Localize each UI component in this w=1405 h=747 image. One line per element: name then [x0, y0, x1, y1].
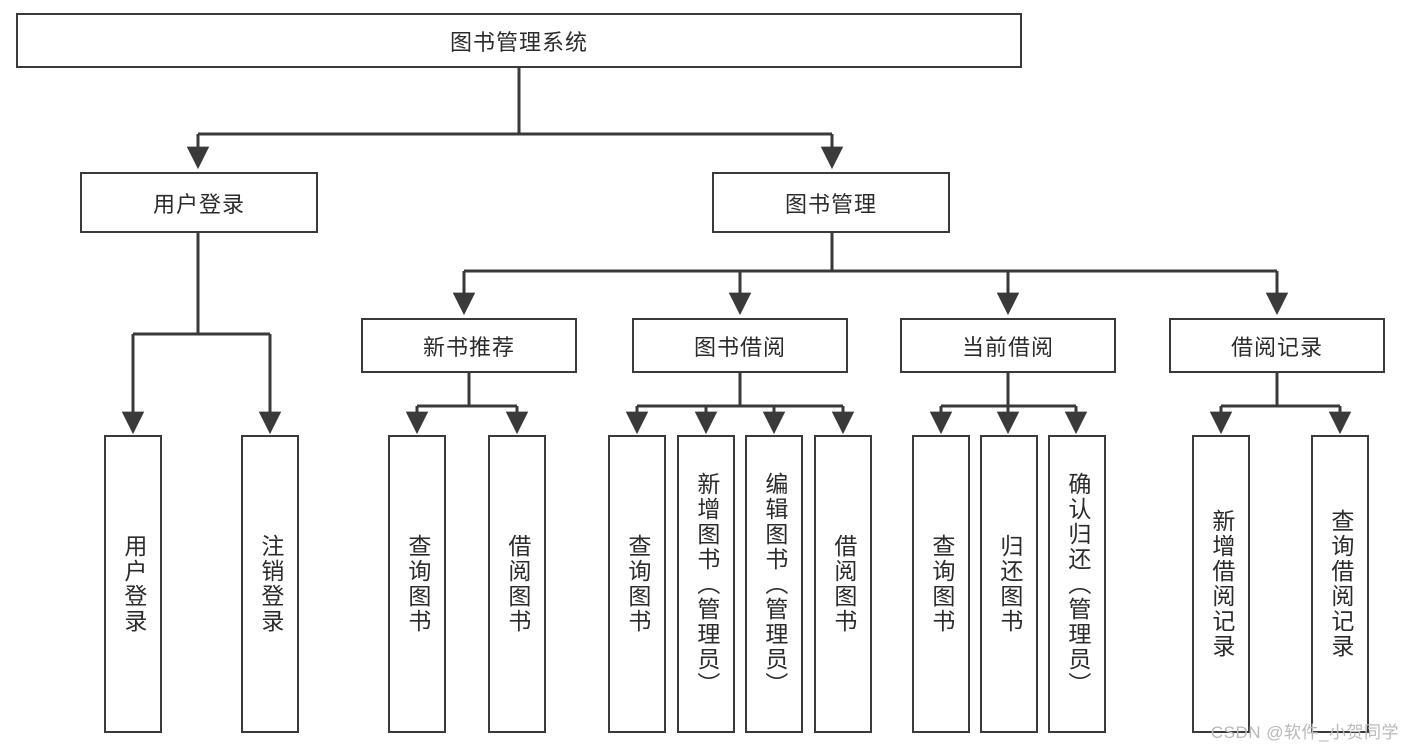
leaf-add-borrow-record[interactable]: 新增借阅记录 [1192, 435, 1250, 733]
node-label: 图书借阅 [693, 334, 786, 360]
leaf-query-book-borrow[interactable]: 查询图书 [608, 435, 666, 733]
node-root-book-management-system[interactable]: 图书管理系统 [16, 13, 1022, 68]
node-label: 当前借阅 [961, 334, 1054, 360]
node-borrow-records[interactable]: 借阅记录 [1169, 318, 1385, 373]
leaf-borrow-book[interactable]: 借阅图书 [814, 435, 872, 733]
node-label: 新增借阅记录 [1208, 509, 1235, 659]
leaf-confirm-return-admin[interactable]: 确认归还（管理员） [1048, 435, 1106, 733]
node-label: 借阅图书 [504, 534, 531, 634]
leaf-user-login[interactable]: 用户登录 [104, 435, 162, 733]
node-label: 用户登录 [120, 534, 147, 634]
leaf-borrow-book-recommend[interactable]: 借阅图书 [488, 435, 546, 733]
node-label: 借阅记录 [1230, 334, 1323, 360]
node-current-borrow[interactable]: 当前借阅 [900, 318, 1116, 373]
node-label: 编辑图书（管理员） [761, 471, 788, 697]
leaf-logout[interactable]: 注销登录 [241, 435, 299, 733]
node-label: 借阅图书 [830, 534, 857, 634]
node-label: 查询借阅记录 [1327, 509, 1354, 659]
leaf-query-book-current[interactable]: 查询图书 [912, 435, 970, 733]
leaf-add-book-admin[interactable]: 新增图书（管理员） [677, 435, 735, 733]
node-label: 图书管理 [784, 191, 877, 217]
node-user-login[interactable]: 用户登录 [80, 172, 318, 233]
node-new-book-recommend[interactable]: 新书推荐 [361, 318, 577, 373]
leaf-edit-book-admin[interactable]: 编辑图书（管理员） [745, 435, 803, 733]
node-label: 图书管理系统 [449, 29, 588, 55]
node-book-borrow[interactable]: 图书借阅 [632, 318, 848, 373]
node-label: 注销登录 [257, 534, 284, 634]
leaf-query-borrow-record[interactable]: 查询借阅记录 [1311, 435, 1369, 733]
node-label: 归还图书 [996, 534, 1023, 634]
node-book-management[interactable]: 图书管理 [712, 172, 950, 233]
node-label: 新增图书（管理员） [693, 471, 720, 697]
node-label: 查询图书 [928, 534, 955, 634]
node-label: 查询图书 [624, 534, 651, 634]
node-label: 查询图书 [404, 534, 431, 634]
watermark: CSDN @软件_小贺同学 [1210, 723, 1399, 742]
node-label: 新书推荐 [422, 334, 515, 360]
node-label: 用户登录 [152, 191, 245, 217]
leaf-return-book[interactable]: 归还图书 [980, 435, 1038, 733]
leaf-query-book-recommend[interactable]: 查询图书 [388, 435, 446, 733]
node-label: 确认归还（管理员） [1064, 471, 1091, 697]
